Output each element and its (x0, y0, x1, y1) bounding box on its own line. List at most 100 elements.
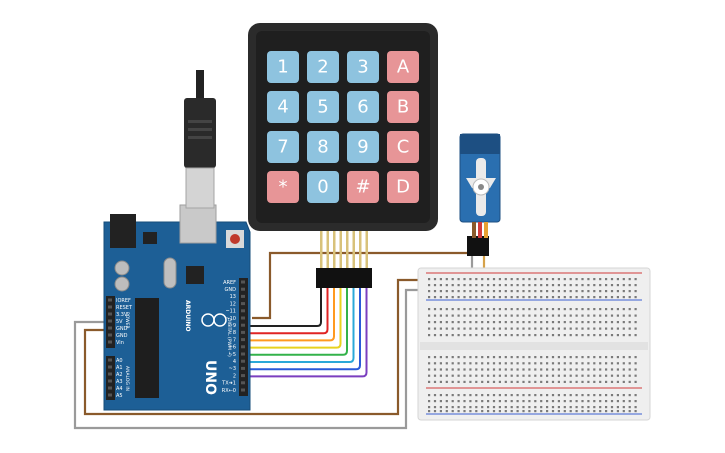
breadboard-hole[interactable] (457, 410, 460, 413)
keypad-wire[interactable] (248, 288, 355, 363)
breadboard-hole[interactable] (610, 406, 614, 409)
breadboard-hole[interactable] (569, 278, 572, 281)
breadboard-hole[interactable] (469, 400, 472, 403)
breadboard-hole[interactable] (610, 400, 614, 403)
breadboard-hole[interactable] (581, 321, 584, 324)
breadboard-hole[interactable] (569, 374, 572, 377)
breadboard-hole[interactable] (522, 368, 525, 371)
breadboard-hole[interactable] (481, 296, 484, 299)
keypad-wire[interactable] (248, 288, 335, 342)
breadboard-hole[interactable] (528, 290, 531, 293)
breadboard-hole[interactable] (457, 327, 460, 330)
breadboard-hole[interactable] (569, 284, 572, 287)
breadboard-hole[interactable] (605, 394, 608, 397)
keypad-wire[interactable] (248, 288, 348, 356)
breadboard-hole[interactable] (463, 394, 466, 397)
breadboard-hole[interactable] (516, 321, 519, 324)
breadboard-hole[interactable] (487, 314, 490, 317)
breadboard-hole[interactable] (445, 380, 448, 383)
breadboard-hole[interactable] (510, 374, 513, 377)
keypad-wire[interactable] (248, 288, 322, 327)
breadboard-hole[interactable] (610, 334, 614, 337)
breadboard-hole[interactable] (451, 368, 454, 371)
breadboard-hole[interactable] (510, 284, 513, 287)
breadboard-hole[interactable] (581, 374, 584, 377)
breadboard-hole[interactable] (504, 394, 507, 397)
breadboard-hole[interactable] (622, 296, 625, 299)
breadboard-hole[interactable] (487, 400, 490, 403)
breadboard-hole[interactable] (628, 296, 631, 299)
breadboard-hole[interactable] (575, 290, 578, 293)
breadboard-hole[interactable] (593, 296, 596, 299)
key-14[interactable] (347, 171, 379, 203)
breadboard-hole[interactable] (599, 368, 602, 371)
breadboard-hole[interactable] (510, 410, 513, 413)
breadboard-hole[interactable] (469, 334, 472, 337)
breadboard-hole[interactable] (481, 278, 484, 281)
digital-pin[interactable] (241, 302, 245, 306)
breadboard-hole[interactable] (439, 321, 442, 324)
breadboard-hole[interactable] (534, 394, 537, 397)
breadboard-hole[interactable] (516, 374, 519, 377)
breadboard-hole[interactable] (557, 290, 560, 293)
breadboard-hole[interactable] (439, 278, 442, 281)
digital-pin[interactable] (241, 366, 245, 370)
breadboard-hole[interactable] (599, 374, 602, 377)
digital-pin[interactable] (241, 330, 245, 334)
breadboard-hole[interactable] (504, 327, 507, 330)
digital-pin[interactable] (241, 359, 245, 363)
breadboard-hole[interactable] (487, 374, 490, 377)
breadboard-hole[interactable] (469, 374, 472, 377)
key-11[interactable] (387, 131, 419, 163)
breadboard-hole[interactable] (445, 368, 448, 371)
breadboard-hole[interactable] (492, 362, 496, 365)
breadboard-hole[interactable] (634, 374, 637, 377)
breadboard-hole[interactable] (522, 356, 525, 359)
breadboard-hole[interactable] (463, 327, 466, 330)
breadboard-hole[interactable] (628, 321, 631, 324)
breadboard-hole[interactable] (575, 296, 578, 299)
breadboard-hole[interactable] (510, 380, 513, 383)
breadboard-hole[interactable] (563, 406, 566, 409)
breadboard-hole[interactable] (569, 400, 572, 403)
breadboard-hole[interactable] (569, 296, 572, 299)
breadboard-hole[interactable] (540, 356, 543, 359)
breadboard-hole[interactable] (498, 410, 501, 413)
breadboard-hole[interactable] (628, 380, 631, 383)
breadboard-hole[interactable] (540, 308, 543, 311)
breadboard-hole[interactable] (587, 308, 590, 311)
breadboard-hole[interactable] (504, 380, 507, 383)
breadboard-hole[interactable] (481, 380, 484, 383)
breadboard-hole[interactable] (587, 406, 590, 409)
breadboard-hole[interactable] (439, 368, 442, 371)
breadboard-hole[interactable] (563, 278, 566, 281)
breadboard-hole[interactable] (610, 284, 614, 287)
breadboard-hole[interactable] (581, 406, 584, 409)
breadboard-hole[interactable] (433, 368, 437, 371)
breadboard-hole[interactable] (540, 334, 543, 337)
breadboard-hole[interactable] (475, 368, 478, 371)
breadboard-hole[interactable] (451, 308, 454, 311)
breadboard[interactable] (417, 267, 651, 421)
breadboard-hole[interactable] (557, 278, 560, 281)
breadboard-hole[interactable] (605, 368, 608, 371)
breadboard-hole[interactable] (492, 406, 496, 409)
breadboard-hole[interactable] (445, 406, 448, 409)
breadboard-hole[interactable] (587, 334, 590, 337)
breadboard-hole[interactable] (587, 356, 590, 359)
power-pin[interactable] (108, 298, 112, 302)
power-pin[interactable] (108, 333, 112, 337)
breadboard-hole[interactable] (628, 406, 631, 409)
breadboard-hole[interactable] (628, 356, 631, 359)
breadboard-hole[interactable] (557, 380, 560, 383)
breadboard-hole[interactable] (634, 368, 637, 371)
breadboard-hole[interactable] (575, 394, 578, 397)
breadboard-hole[interactable] (634, 296, 637, 299)
breadboard-hole[interactable] (540, 321, 543, 324)
breadboard-hole[interactable] (463, 334, 466, 337)
key-8[interactable] (267, 131, 299, 163)
breadboard-hole[interactable] (575, 284, 578, 287)
breadboard-hole[interactable] (516, 327, 519, 330)
breadboard-hole[interactable] (504, 362, 507, 365)
breadboard-hole[interactable] (628, 334, 631, 337)
